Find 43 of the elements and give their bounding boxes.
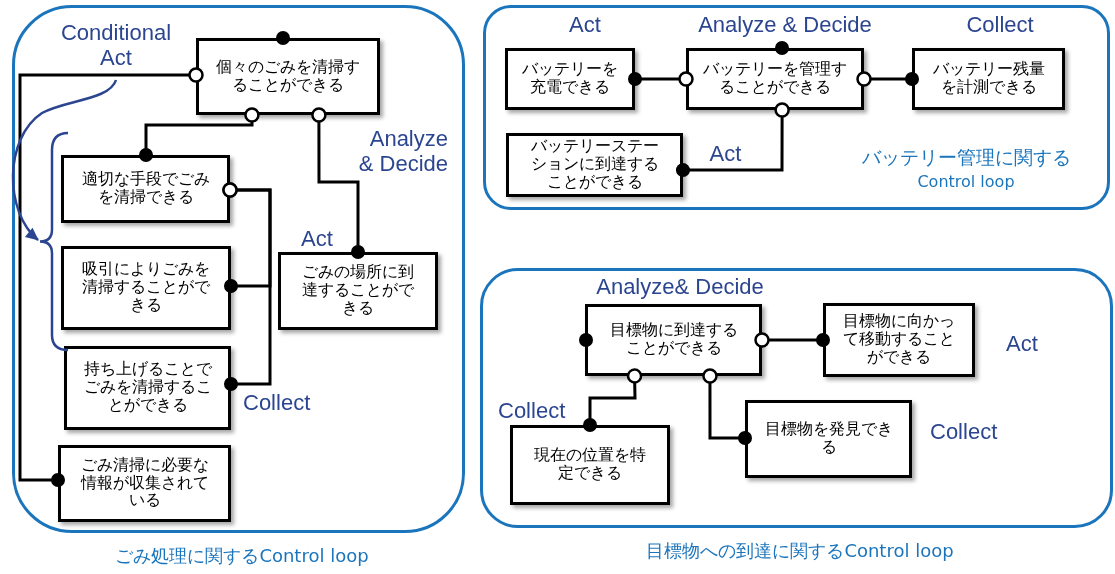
function-box: バッテリーを管理することができる: [686, 48, 864, 110]
curly-bracket: [38, 131, 70, 352]
role-label: Collect: [498, 398, 567, 424]
function-box: バッテリーを充電できる: [505, 48, 635, 110]
function-box: 吸引によりごみを清掃することができる: [61, 246, 231, 330]
role-label: Collect: [930, 419, 999, 445]
connector: [702, 368, 752, 445]
arrow: [11, 79, 118, 241]
function-box: 現在の位置を特定できる: [510, 425, 670, 505]
function-box: バッテリー残量を計測できる: [912, 48, 1065, 110]
function-box: バッテリーステーションに到達することができる: [506, 133, 683, 197]
role-label: Act: [708, 141, 743, 167]
function-box: 目標物を発見できる: [745, 400, 912, 478]
function-box: 目標物に到達することができる: [585, 304, 762, 376]
role-label: Act: [300, 226, 334, 252]
role-label: Analyze & Decide: [697, 12, 873, 38]
panel-caption: 目標物への到達に関するControl loop: [645, 540, 955, 562]
connector: [676, 102, 790, 178]
role-label: Act: [1005, 331, 1039, 357]
role-label: Conditional Act: [48, 20, 184, 71]
connector: [139, 107, 260, 162]
function-box: 適切な手段でごみを清掃できる: [61, 155, 230, 223]
connector: [222, 182, 272, 391]
function-box: 持ち上げることでごみを清掃することができる: [64, 346, 231, 430]
panel-caption: バッテリー管理に関する: [860, 146, 1072, 169]
function-box: 目標物に向かって移動することができる: [823, 303, 975, 377]
loop-panel: [483, 5, 1110, 210]
role-label: Collect: [243, 390, 312, 416]
panel-caption: ごみ処理に関するControl loop: [114, 545, 370, 567]
role-label: Collect: [965, 12, 1035, 38]
connector: [628, 71, 694, 87]
panel-caption: Control loop: [916, 172, 1016, 192]
role-label: Act: [568, 12, 602, 38]
connector: [856, 71, 919, 87]
role-label: Analyze& Decide: [595, 274, 765, 300]
function-box: ごみの場所に到達することができる: [278, 252, 438, 330]
function-box: 個々のごみを清掃することができる: [196, 38, 380, 115]
connector: [311, 107, 365, 259]
connector: [583, 368, 643, 432]
function-box: ごみ清掃に必要な情報が収集されている: [58, 445, 231, 522]
role-label: Analyze & Decide: [357, 126, 448, 177]
connector: [754, 332, 830, 348]
connector: [18, 67, 204, 488]
